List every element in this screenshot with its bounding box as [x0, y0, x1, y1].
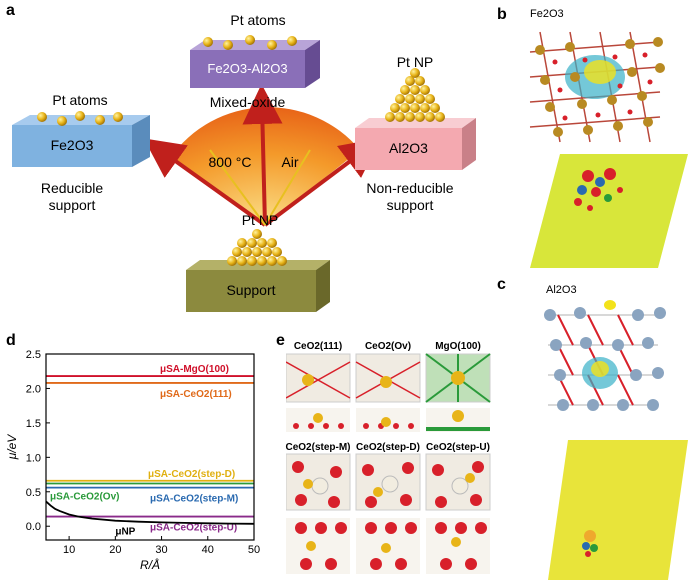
series-label: μSA-CeO2(step-D): [148, 469, 235, 480]
fe-caption-1: Reducible: [40, 180, 104, 196]
mixed-caption: Mixed-oxide: [209, 94, 286, 110]
y-tick-label: 0.5: [26, 487, 41, 499]
al-caption-1: Non-reducible: [366, 180, 454, 196]
fe2o3-structure: [529, 31, 665, 143]
al2o3-structure: [544, 300, 666, 411]
panel-b-label: Fe2O3: [530, 8, 564, 20]
panel-letter-a: a: [6, 2, 15, 19]
cell-label-6: CeO2(step-U): [426, 442, 490, 453]
panel-a-illustration: [12, 35, 476, 312]
series-label: μSA-CeO2(step-M): [150, 494, 238, 505]
panel-letter-d: d: [6, 332, 16, 349]
x-tick-label: 50: [248, 544, 260, 556]
fe-block-label: Fe2O3: [50, 137, 94, 153]
al-block-label: Al2O3: [389, 140, 428, 156]
cell-label-4: CeO2(step-M): [285, 442, 351, 453]
x-tick-label: 30: [155, 544, 167, 556]
al-top-label: Pt NP: [396, 54, 434, 70]
condition-gas: Air: [281, 154, 299, 170]
y-axis-label: μ/eV: [5, 434, 19, 461]
panel-letter-c: c: [497, 276, 506, 293]
panel-e-grid: CeO2(111) CeO2(Ov) MgO(100) CeO2(step-M)…: [285, 341, 496, 582]
cell-label-3: MgO(100): [435, 341, 481, 352]
y-tick-label: 1.0: [26, 452, 41, 464]
support-top-label: Pt NP: [241, 212, 279, 228]
y-tick-label: 2.0: [26, 383, 41, 395]
panel-letter-b: b: [497, 6, 507, 23]
support-block-label: Support: [226, 282, 276, 298]
series-label: μSA-CeO2(Ov): [50, 492, 119, 503]
cell-label-1: CeO2(111): [293, 341, 343, 352]
fe2o3-density-map: [530, 154, 688, 268]
mixed-block-label: Fe2O3-Al2O3: [207, 61, 288, 76]
pt-np-pyramid-al: [385, 68, 445, 122]
np-curve-label: μNP: [115, 527, 135, 538]
al-caption-2: support: [386, 197, 434, 213]
panel-letter-e: e: [276, 332, 285, 349]
x-tick-label: 10: [63, 544, 75, 556]
cell-label-2: CeO2(Ov): [364, 341, 412, 352]
np-curve: [45, 500, 255, 525]
y-tick-label: 0.0: [26, 521, 41, 533]
y-tick-label: 1.5: [26, 418, 41, 430]
series-label: μSA-MgO(100): [160, 364, 229, 375]
mixed-top-label: Pt atoms: [230, 12, 286, 28]
fe-caption-2: support: [48, 197, 96, 213]
x-axis-label: R/Å: [140, 557, 160, 572]
series-label: μSA-CeO2(111): [160, 389, 232, 400]
condition-temp: 800 °C: [208, 154, 252, 170]
x-tick-label: 40: [202, 544, 214, 556]
chart-frame: [45, 353, 255, 541]
series-label: μSA-CeO2(step-U): [150, 523, 237, 534]
pt-np-pyramid-support: [227, 229, 287, 266]
y-tick-label: 2.5: [26, 349, 41, 361]
cell-label-5: CeO2(step-D): [356, 442, 420, 453]
al2o3-density-map: [548, 440, 688, 580]
x-tick-label: 20: [109, 544, 121, 556]
mu-chart: μSA-MgO(100) μSA-CeO2(111) μSA-CeO2(step-D…: [5, 349, 260, 572]
panel-c-label: Al2O3: [546, 284, 577, 296]
fe-top-label: Pt atoms: [52, 92, 108, 108]
